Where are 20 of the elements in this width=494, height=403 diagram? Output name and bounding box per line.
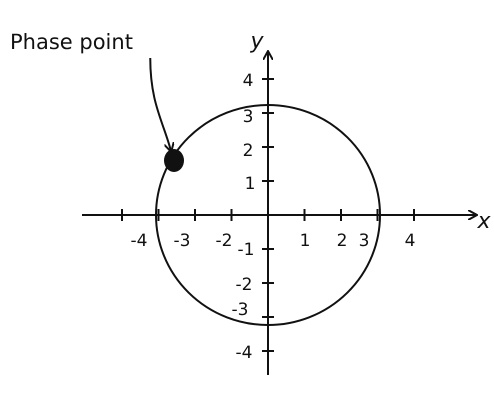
tick-label: -4 (236, 343, 252, 363)
tick-label: 2 (242, 141, 254, 161)
tick-label: -3 (174, 231, 190, 251)
tick-label: -4 (130, 231, 148, 251)
tick-label: 4 (242, 71, 254, 91)
leader-arrow (149, 58, 175, 153)
tick-label: -2 (216, 231, 232, 251)
tick-label: 1 (300, 231, 310, 251)
tick-label: 3 (242, 107, 254, 127)
tick-label: 2 (336, 231, 348, 251)
tick-label: -1 (238, 240, 254, 260)
axis-label: x (477, 212, 491, 232)
axis-label: y (250, 32, 264, 52)
tick-label: 4 (404, 231, 416, 251)
tick-label: -2 (236, 275, 252, 295)
tick-label: -3 (232, 300, 248, 320)
callout-label: Phase point (10, 28, 175, 56)
tick-label: 1 (244, 174, 256, 194)
phase-point-dot (164, 149, 184, 172)
tick-label: 3 (358, 231, 370, 251)
